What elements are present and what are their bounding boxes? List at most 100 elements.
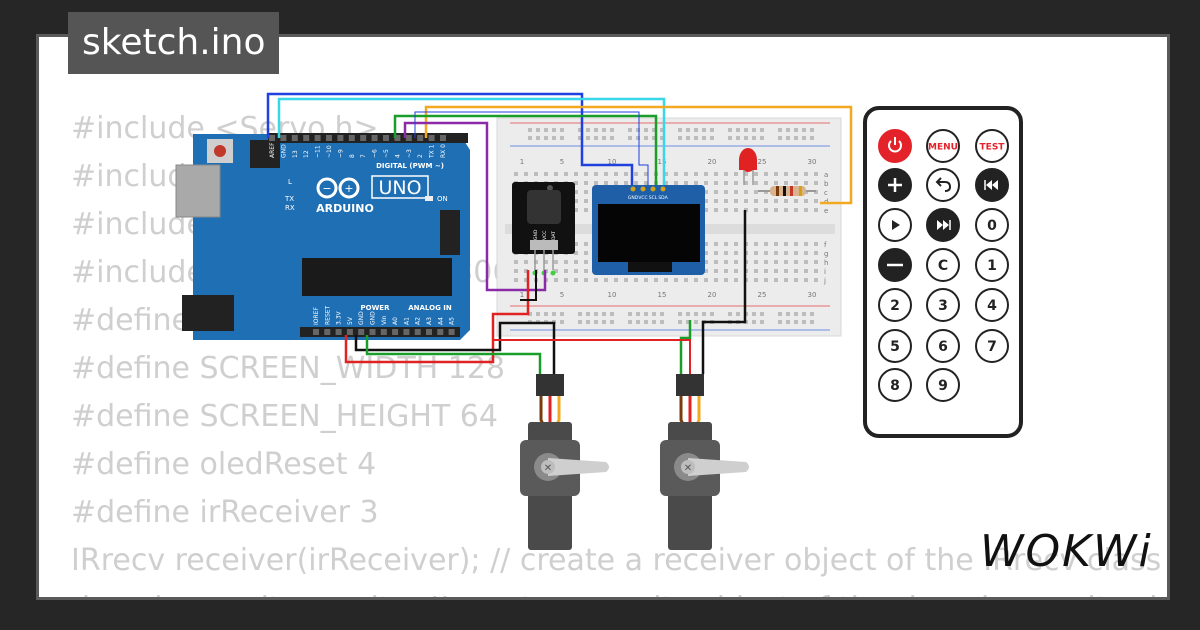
breadboard-hole (528, 128, 532, 132)
breadboard-hole (786, 128, 790, 132)
uno-badge (371, 175, 429, 199)
breadboard-hole (610, 320, 614, 324)
ir-pin (550, 270, 556, 276)
header-pin (392, 329, 399, 335)
breadboard-hole (814, 278, 818, 282)
remote-button-7[interactable]: 7 (975, 329, 1009, 363)
servo-2[interactable]: ✕ (660, 374, 749, 550)
remote-button-8[interactable]: 8 (878, 368, 912, 402)
breadboard-hole (586, 136, 590, 140)
breadboard-hole (636, 136, 640, 140)
breadboard-hole (552, 136, 556, 140)
breadboard-hole (624, 278, 628, 282)
remote-button-back-arrow[interactable] (926, 168, 960, 202)
code-line: IRrecv receiver(irReceiver); // create a… (71, 543, 1162, 578)
breadboard-hole (660, 128, 664, 132)
remote-button-5[interactable]: 5 (878, 329, 912, 363)
breadboard-hole (774, 181, 778, 185)
breadboard-hole (664, 278, 668, 282)
power-analog-pin-label: IOREF (313, 307, 320, 325)
remote-button-6[interactable]: 6 (926, 329, 960, 363)
breadboard-hole (814, 199, 818, 203)
reset-button[interactable] (214, 145, 226, 157)
remote-button-1[interactable]: 1 (975, 248, 1009, 282)
header-pin (394, 135, 401, 141)
breadboard-hole (804, 199, 808, 203)
filename-tab[interactable]: sketch.ino (68, 12, 280, 74)
header-pin (380, 329, 387, 335)
breadboard-hole (610, 128, 614, 132)
breadboard-hole (804, 181, 808, 185)
remote-button-test[interactable]: TEST (975, 129, 1009, 163)
breadboard-hole (734, 208, 738, 212)
breadboard-hole (584, 260, 588, 264)
remote-button-4[interactable]: 4 (975, 288, 1009, 322)
arduino-uno[interactable]: − + UNO ARDUINO DIGITAL (PWM ~) POWER AN… (175, 133, 470, 340)
breadboard-hole (734, 260, 738, 264)
breadboard-hole (786, 312, 790, 316)
digital-pin-label: ~3 (406, 149, 413, 158)
on-led-label: ON (437, 195, 448, 203)
breadboard-hole (734, 199, 738, 203)
remote-button-menu[interactable]: MENU (926, 129, 960, 163)
usb-port (175, 164, 221, 218)
remote-button-9[interactable]: 9 (926, 368, 960, 402)
breadboard-hole (736, 312, 740, 316)
resistor[interactable] (758, 186, 816, 196)
breadboard-hole (704, 251, 708, 255)
breadboard-hole (684, 181, 688, 185)
breadboard-row-letter: j (823, 277, 826, 285)
header-pin (337, 135, 344, 141)
digital-pin-label: 12 (303, 150, 310, 158)
back-arrow-icon (935, 177, 952, 192)
breadboard-hole (578, 128, 582, 132)
breadboard-hole (674, 278, 678, 282)
remote-button-minus[interactable] (878, 248, 912, 282)
power-analog-pin-label: A1 (403, 317, 410, 325)
breadboard-hole (652, 128, 656, 132)
servo-1[interactable]: ✕ (520, 374, 609, 550)
remote-button-c[interactable]: C (926, 248, 960, 282)
breadboard-hole (544, 260, 548, 264)
header-pin (428, 135, 435, 141)
breadboard-hole (678, 320, 682, 324)
header-pin (440, 135, 446, 141)
remote-button-2[interactable]: 2 (878, 288, 912, 322)
breadboard-hole (604, 172, 608, 176)
remote-button-play[interactable] (878, 208, 912, 242)
remote-button-rewind[interactable] (975, 168, 1009, 202)
power-analog-pin-label: A3 (426, 317, 433, 325)
breadboard-column-number: 20 (708, 158, 717, 166)
breadboard-hole (744, 172, 748, 176)
code-line: decode_results results; // create a resu… (71, 585, 1167, 597)
remote-button-0[interactable]: 0 (975, 208, 1009, 242)
remote-button-3[interactable]: 3 (926, 288, 960, 322)
breadboard-hole (754, 172, 758, 176)
breadboard-hole (694, 320, 698, 324)
breadboard-row-letter: h (824, 259, 828, 267)
breadboard-hole (704, 199, 708, 203)
header-pin (314, 135, 321, 141)
remote-button-label: TEST (980, 143, 1006, 153)
breadboard-hole (784, 278, 788, 282)
breadboard-hole (724, 269, 728, 273)
breadboard-hole (674, 172, 678, 176)
oled-pin-label: SCL (649, 195, 658, 201)
remote-button-plus[interactable] (878, 168, 912, 202)
remote-button-power[interactable] (878, 129, 912, 163)
breadboard-hole (724, 181, 728, 185)
breadboard-hole (524, 269, 528, 273)
remote-button-fast-forward[interactable] (926, 208, 960, 242)
remote-button-label: MENU (928, 143, 958, 153)
breadboard-hole (774, 172, 778, 176)
breadboard-hole (602, 312, 606, 316)
breadboard-hole (704, 269, 708, 273)
breadboard-hole (554, 278, 558, 282)
digital-pin-label: TX 1 (429, 144, 436, 159)
breadboard-hole (604, 181, 608, 185)
red-led[interactable] (739, 148, 757, 185)
